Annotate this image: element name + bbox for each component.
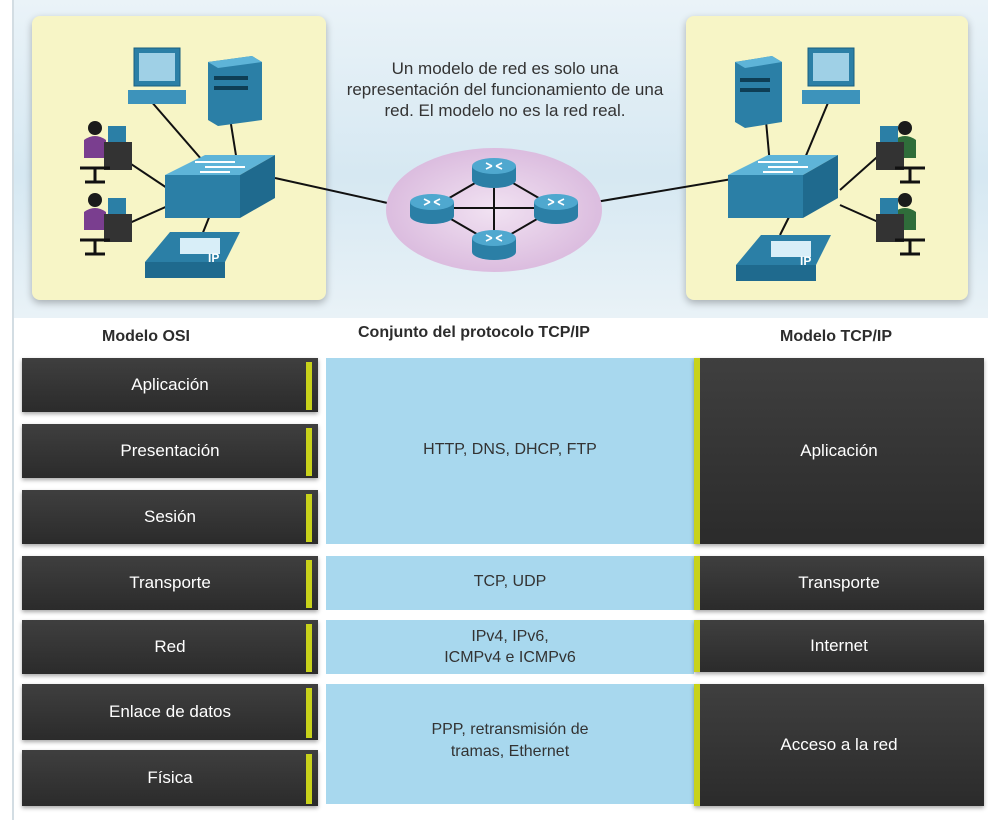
protocol-suite-heading: Conjunto del protocolo TCP/IP (358, 324, 590, 341)
tcpip-layer-network-access: Acceso a la red (694, 684, 984, 806)
osi-layer-data-link: Enlace de datos (22, 684, 318, 740)
osi-layer-accent (306, 688, 312, 738)
tcpip-layer-accent (694, 620, 700, 672)
osi-layer-session: Sesión (22, 490, 318, 544)
user-workstation-icon (80, 193, 132, 256)
router-icon (472, 230, 516, 260)
transport-protocols: TCP, UDP (473, 573, 547, 590)
application-protocol-band (326, 358, 694, 544)
link-protocols-line-2: tramas, Ethernet (450, 743, 570, 760)
link-protocols-line-1: PPP, retransmisión de (431, 721, 589, 738)
tcpip-layer-accent (694, 556, 700, 610)
osi-layer-accent (306, 362, 312, 410)
application-protocols: HTTP, DNS, DHCP, FTP (423, 441, 597, 458)
phone-ip-label: IP (208, 251, 219, 265)
user-workstation-icon (80, 121, 132, 184)
osi-layer-presentation: Presentación (22, 424, 318, 478)
server-icon (735, 56, 782, 128)
osi-model-heading: Modelo OSI (102, 328, 190, 345)
left-border (12, 0, 14, 820)
server-icon (208, 56, 262, 126)
tcpip-model-heading: Modelo TCP/IP (780, 328, 892, 345)
user-workstation-icon (876, 121, 925, 184)
router-icon (472, 158, 516, 188)
tcpip-layer-accent (694, 358, 700, 544)
desktop-computer-icon (802, 47, 860, 104)
network-protocols-line-2: ICMPv4 e ICMPv6 (444, 649, 576, 666)
network-protocols-line-1: IPv4, IPv6, (471, 628, 549, 645)
router-icon (534, 194, 578, 224)
osi-layer-accent (306, 428, 312, 476)
tcpip-layer-internet: Internet (694, 620, 984, 672)
user-workstation-icon (876, 193, 925, 256)
tcpip-layer-accent (694, 684, 700, 806)
osi-layer-accent (306, 624, 312, 672)
osi-layer-accent (306, 494, 312, 542)
network-model-note: Un modelo de red es solo una representac… (346, 59, 664, 120)
network-topology: IP (80, 47, 925, 281)
osi-layer-accent (306, 560, 312, 608)
osi-layer-application: Aplicación (22, 358, 318, 412)
switch-icon (728, 155, 838, 218)
router-icon (410, 194, 454, 224)
network-protocol-band (326, 620, 694, 674)
link-protocol-band (326, 684, 694, 804)
osi-layer-network: Red (22, 620, 318, 674)
osi-layer-transport: Transporte (22, 556, 318, 610)
switch-icon (165, 155, 275, 218)
tcpip-layer-transport: Transporte (694, 556, 984, 610)
osi-layer-physical: Física (22, 750, 318, 806)
transport-protocol-band (326, 556, 694, 610)
desktop-computer-icon (128, 47, 186, 104)
osi-layer-accent (306, 754, 312, 804)
phone-ip-label: IP (800, 254, 811, 268)
tcpip-layer-application: Aplicación (694, 358, 984, 544)
ip-phone-icon: IP (145, 232, 240, 278)
ip-phone-icon: IP (736, 235, 831, 281)
